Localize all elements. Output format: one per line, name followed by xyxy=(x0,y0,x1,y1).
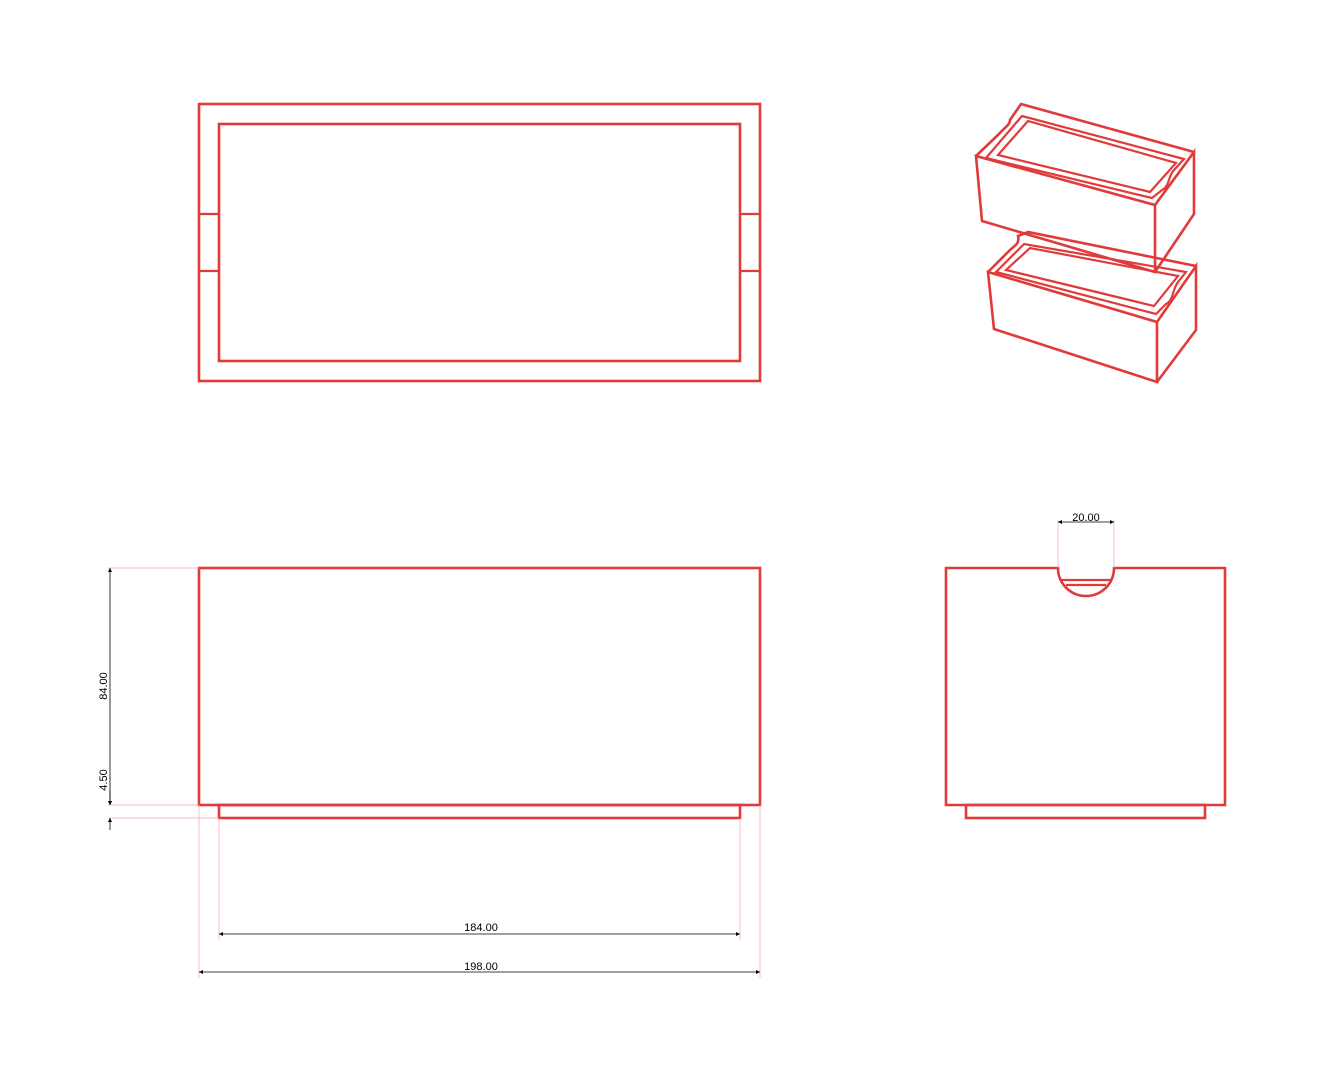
iso-box-side-face xyxy=(1155,261,1198,383)
isometric-view xyxy=(974,102,1198,384)
iso-lid-inner-rim xyxy=(983,114,1187,200)
iso-box-front-face xyxy=(986,270,1159,384)
dimension-notch-width: 20.00 xyxy=(1072,512,1100,524)
dimension-height-main: 84.00 xyxy=(98,672,110,700)
iso-lid-top-rim xyxy=(975,102,1195,157)
front-view-base xyxy=(217,803,742,820)
iso-box-inner-rim xyxy=(993,242,1189,316)
top-view-inner-rect xyxy=(217,122,742,363)
front-view: 84.00 4.50 184.00 198.00 xyxy=(98,566,762,978)
top-view-outer-rect xyxy=(197,102,762,383)
side-view-body xyxy=(944,566,1227,807)
side-view-base xyxy=(964,803,1207,820)
top-view xyxy=(197,102,762,383)
iso-box xyxy=(986,230,1198,384)
iso-lid-side-face xyxy=(1153,148,1196,273)
iso-lid xyxy=(974,102,1196,274)
iso-box-inner-panel xyxy=(1003,246,1181,308)
dimension-height-base: 4.50 xyxy=(98,769,110,790)
side-view: 20.00 xyxy=(944,512,1227,820)
dimension-width-total: 198.00 xyxy=(464,961,498,973)
iso-box-top-rim xyxy=(987,230,1197,273)
front-view-body xyxy=(197,566,762,807)
iso-lid-inner-panel xyxy=(995,119,1178,194)
dimension-width-base: 184.00 xyxy=(464,922,498,934)
